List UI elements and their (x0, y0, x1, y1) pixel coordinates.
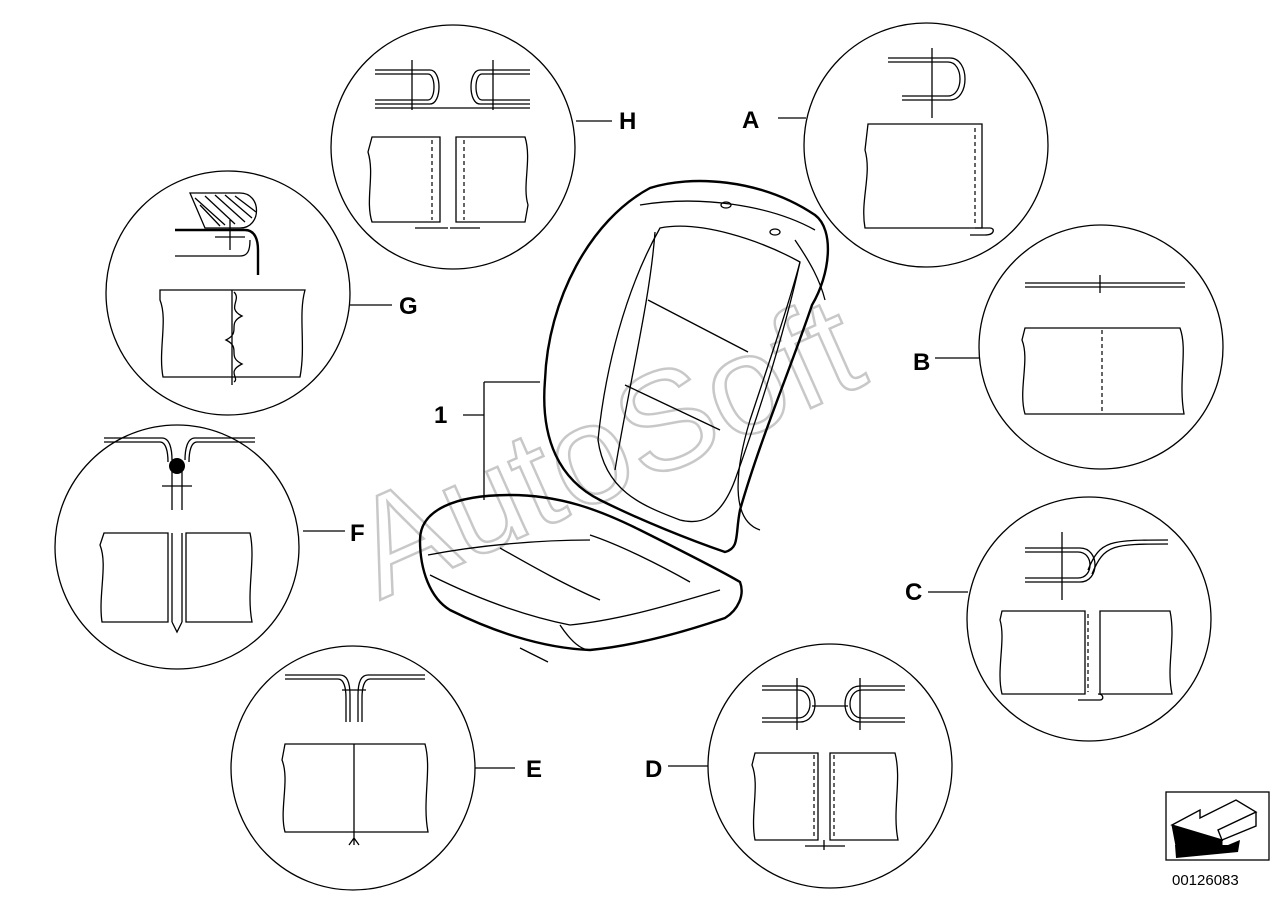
diagram-orientation-icon (1165, 791, 1270, 861)
part-1-callout: 1 (434, 381, 540, 500)
label-F: F (350, 520, 365, 547)
document-number: 00126083 (1172, 872, 1239, 889)
detail-circle-F: F (54, 424, 365, 670)
label-A: A (742, 107, 759, 134)
detail-circle-G: G (105, 170, 418, 416)
label-D: D (645, 756, 662, 783)
detail-circle-C: C (905, 496, 1212, 742)
detail-circle-D: D (645, 643, 953, 889)
label-B: B (913, 349, 930, 376)
label-H: H (619, 108, 636, 135)
seat-illustration (418, 179, 830, 663)
detail-circle-H: H (330, 24, 636, 270)
part-label-1: 1 (434, 402, 447, 429)
detail-circle-B: B (913, 224, 1224, 470)
label-E: E (526, 756, 542, 783)
detail-circle-A: A (742, 22, 1049, 268)
detail-circle-E: E (230, 645, 542, 891)
label-C: C (905, 579, 922, 606)
label-G: G (399, 293, 418, 320)
